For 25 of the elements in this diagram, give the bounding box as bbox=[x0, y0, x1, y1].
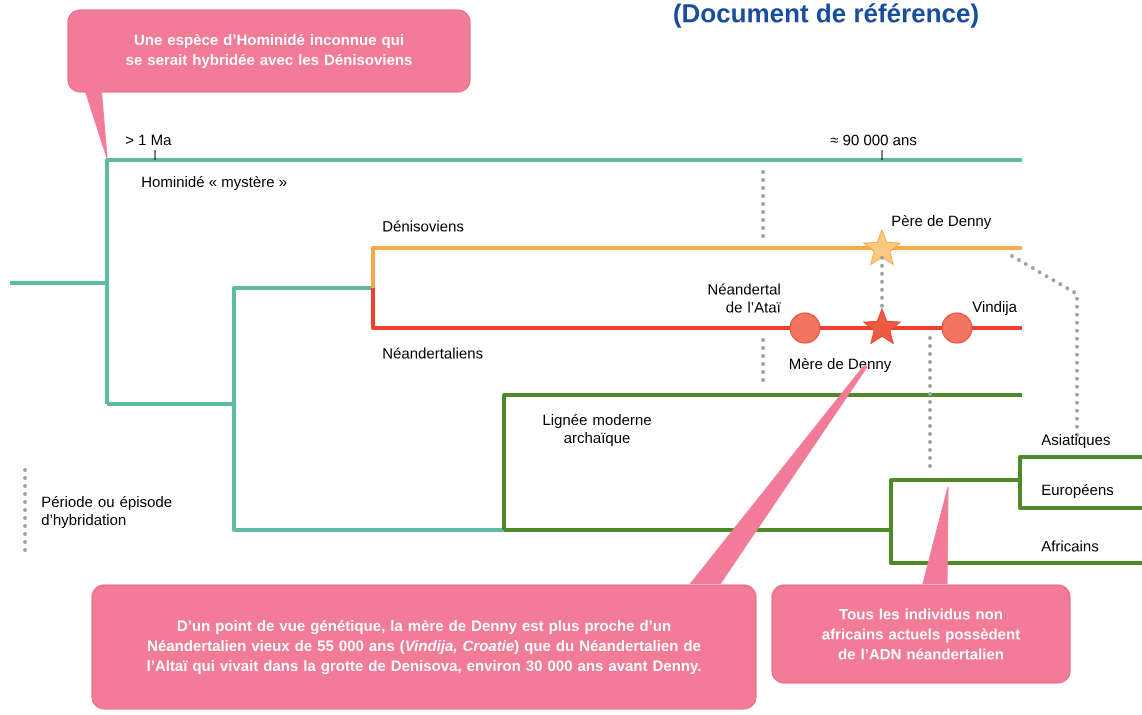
hybridization-line bbox=[880, 255, 884, 310]
marker-label: Vindija bbox=[972, 301, 1017, 315]
callout-box: Une espèce d’Hominidé inconnue qui se serait hybridée avec les Dénisoviens bbox=[67, 9, 471, 93]
branch-label: ≈ 90 000 ans bbox=[830, 134, 917, 146]
marker-label: Père de Denny bbox=[892, 214, 992, 230]
callout-pointer bbox=[85, 91, 108, 159]
branch-label: Dénisoviens bbox=[383, 220, 464, 232]
branch-label: Asiatiques bbox=[1041, 434, 1110, 448]
star-marker bbox=[863, 229, 901, 265]
branch-label: Lignée moderne archaïque bbox=[543, 413, 651, 447]
callout-pointer bbox=[922, 486, 949, 584]
marker-label: Néandertal de l’Ataï bbox=[708, 283, 781, 313]
callout-box: Tous les individus non africains actuels possèdent de l’ADN néandertalien bbox=[771, 584, 1071, 684]
branch-label: Européens bbox=[1042, 483, 1114, 499]
branch-label: > 1 Ma bbox=[125, 134, 172, 146]
marker-label: Mère de Denny bbox=[789, 357, 892, 373]
branch-label: Hominidé « mystère » bbox=[142, 175, 287, 191]
star-marker bbox=[863, 308, 901, 344]
legend-text: Période ou épisode d’hybridation bbox=[41, 495, 172, 529]
branch-label: Néandertaliens bbox=[383, 347, 483, 359]
title: (Document de référence) bbox=[674, 3, 978, 28]
callout-pointer bbox=[690, 366, 868, 584]
circle-marker bbox=[941, 312, 973, 344]
circle-marker bbox=[789, 312, 821, 344]
branch-label: Africains bbox=[1041, 540, 1099, 552]
